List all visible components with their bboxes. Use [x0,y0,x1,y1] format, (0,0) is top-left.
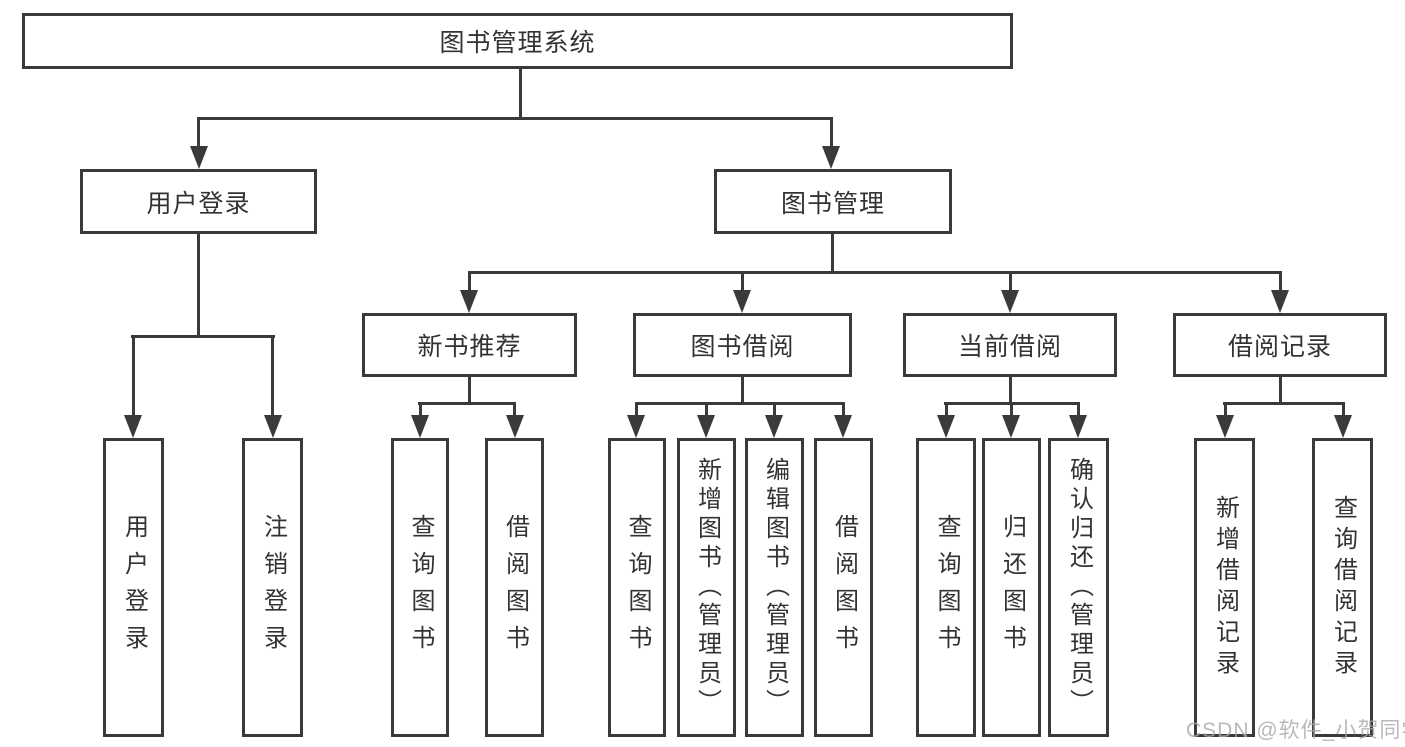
arrowhead-icon [697,415,715,438]
connector-line [468,271,471,290]
connector-line [419,402,422,415]
csdn-watermark: CSDN @软件_小贺同学 [1186,719,1405,742]
leaf-borrowing-add-books-admin: 新增图书（管理员） [677,438,736,737]
root-node: 图书管理系统 [22,13,1013,69]
connector-line [741,271,744,290]
arrowhead-icon [627,415,645,438]
leaf-current-confirm-return-admin: 确认归还（管理员） [1048,438,1109,737]
node-current-borrowing: 当前借阅 [903,313,1117,377]
node-borrowing-records: 借阅记录 [1173,313,1387,377]
arrowhead-icon [1069,415,1087,438]
node-new-book-recommend-label: 新书推荐 [417,333,522,361]
leaf-borrowing-add-books-admin-label: 新增图书（管理员） [693,457,721,718]
node-book-borrowing-label: 图书借阅 [690,333,795,361]
arrowhead-icon [1334,415,1352,438]
connector-line [197,233,200,337]
leaf-recommend-borrow-books-label: 借阅图书 [501,513,529,662]
arrowhead-icon [460,290,478,313]
node-book-borrowing: 图书借阅 [633,313,852,377]
connector-line [197,117,200,146]
leaf-borrowing-borrow-books-label: 借阅图书 [830,513,858,662]
leaf-borrowing-query-books: 查询图书 [608,438,666,737]
connector-line [1224,402,1227,415]
leaf-logout: 注销登录 [242,438,303,737]
connector-line [513,402,516,415]
leaf-borrowing-edit-books-admin-label: 编辑图书（管理员） [761,457,789,718]
connector-line [1279,271,1282,290]
leaf-current-return-books-label: 归还图书 [998,513,1026,662]
leaf-recommend-query-books-label: 查询图书 [407,513,434,662]
arrowhead-icon [411,415,429,438]
arrowhead-icon [733,290,751,313]
leaf-user-login-label: 用户登录 [120,513,148,662]
connector-line [842,402,845,415]
arrowhead-icon [264,415,282,438]
node-book-management: 图书管理 [714,169,952,234]
connector-line [831,233,834,273]
connector-line [418,402,516,405]
arrowhead-icon [765,415,783,438]
root-node-label: 图书管理系统 [439,29,596,57]
leaf-borrowing-borrow-books: 借阅图书 [814,438,873,737]
arrowhead-icon [834,415,852,438]
connector-line [468,271,1282,274]
leaf-recommend-borrow-books: 借阅图书 [485,438,544,737]
connector-line [1223,402,1345,405]
arrowhead-icon [937,415,955,438]
connector-line [197,117,833,120]
leaf-current-return-books: 归还图书 [982,438,1041,737]
leaf-user-login: 用户登录 [103,438,164,737]
connector-line [271,335,274,415]
connector-line [635,402,845,405]
connector-line [131,335,275,338]
connector-line [1010,402,1013,415]
node-user-login-label: 用户登录 [146,189,251,218]
node-borrowing-records-label: 借阅记录 [1227,333,1332,361]
leaf-records-query-record-label: 查询借阅记录 [1329,494,1357,681]
arrowhead-icon [506,415,524,438]
leaf-recommend-query-books: 查询图书 [391,438,449,737]
connector-line [1342,402,1345,415]
leaf-current-confirm-return-admin-label: 确认归还（管理员） [1065,457,1093,718]
arrowhead-icon [124,415,142,438]
connector-line [830,117,833,146]
connector-line [945,402,948,415]
node-new-book-recommend: 新书推荐 [362,313,577,377]
leaf-records-add-record: 新增借阅记录 [1194,438,1255,737]
node-user-login: 用户登录 [80,169,317,234]
leaf-current-query-books: 查询图书 [916,438,976,737]
arrowhead-icon [1001,290,1019,313]
connector-line [1279,377,1282,404]
leaf-records-add-record-label: 新增借阅记录 [1211,494,1239,681]
node-current-borrowing-label: 当前借阅 [957,333,1062,361]
connector-line [773,402,776,415]
arrowhead-icon [822,146,840,169]
leaf-records-query-record: 查询借阅记录 [1312,438,1373,737]
connector-line [1077,402,1080,415]
leaf-logout-label: 注销登录 [259,513,287,662]
connector-line [741,377,744,404]
arrowhead-icon [1271,290,1289,313]
arrowhead-icon [1216,415,1234,438]
connector-line [468,377,471,404]
arrowhead-icon [1002,415,1020,438]
connector-line [705,402,708,415]
leaf-borrowing-edit-books-admin: 编辑图书（管理员） [745,438,804,737]
leaf-borrowing-query-books-label: 查询图书 [624,513,651,662]
connector-line [132,335,135,415]
node-book-management-label: 图书管理 [780,189,885,218]
connector-line [519,66,522,119]
arrowhead-icon [190,146,208,169]
connector-line [1009,377,1012,404]
connector-line [635,402,638,415]
leaf-current-query-books-label: 查询图书 [933,513,960,662]
connector-line [1009,271,1012,290]
